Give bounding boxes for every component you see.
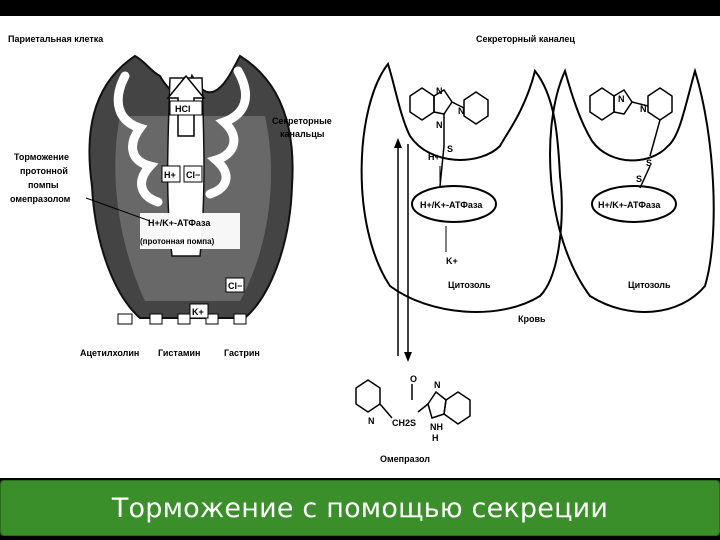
receptor-acetylcholine: Ацетилхолин bbox=[80, 348, 139, 358]
left-membrane bbox=[360, 61, 563, 313]
right-atpase-label-1: H+/K+-АТФаза bbox=[420, 200, 483, 210]
diagram-svg: Париетальная клетка bbox=[6, 34, 715, 464]
atom-s-1: S bbox=[447, 144, 453, 154]
atom-h: H bbox=[432, 433, 439, 443]
atom-n-6: N bbox=[368, 416, 375, 426]
left-atpase-note: (протонная помпа) bbox=[140, 237, 215, 246]
parietal-cell-body bbox=[88, 54, 294, 325]
transport-arrows bbox=[394, 138, 412, 362]
right-h-plus: H+ bbox=[428, 152, 440, 162]
atom-nh: NH bbox=[430, 422, 443, 432]
blood-label: Кровь bbox=[518, 314, 546, 324]
cytosol-label-2: Цитозоль bbox=[628, 280, 671, 290]
inhibition-pointer bbox=[85, 197, 151, 222]
receptor-gastrin: Гастрин bbox=[224, 348, 260, 358]
k-plus-label: K+ bbox=[192, 307, 204, 317]
atom-o: O bbox=[410, 374, 417, 384]
cl-minus-label: Cl− bbox=[186, 170, 200, 180]
cl-minus-2-label: Cl− bbox=[228, 281, 242, 291]
omeprazole-label: Омепразол bbox=[380, 454, 430, 464]
atom-n-1: N bbox=[436, 86, 443, 96]
secretory-line-2: канальцы bbox=[280, 129, 325, 139]
right-k-plus: K+ bbox=[446, 256, 458, 266]
canaliculus-title: Секреторный каналец bbox=[476, 34, 575, 44]
left-atpase-label: H+/K+-АТФаза bbox=[148, 218, 211, 228]
right-membrane bbox=[549, 67, 715, 313]
inhibition-line-3: помпы bbox=[28, 180, 59, 190]
cytosol-label-1: Цитозоль bbox=[448, 280, 491, 290]
inhibition-line-1: Торможение bbox=[14, 152, 69, 162]
atom-s-2: S bbox=[646, 158, 652, 168]
left-atpase-ellipse bbox=[411, 185, 497, 223]
hcl-label: HCl bbox=[175, 104, 191, 114]
inhibition-line-2: протонной bbox=[20, 166, 68, 176]
bound-molecule-1 bbox=[409, 87, 489, 187]
right-atpase-label-2: H+/K+-АТФаза bbox=[598, 200, 661, 210]
bound-molecule-2 bbox=[589, 87, 673, 189]
atom-n-5: N bbox=[640, 104, 647, 114]
secretory-line-1: Секреторные bbox=[272, 116, 332, 126]
parietal-cell-title: Париетальная клетка bbox=[8, 34, 104, 44]
atom-ch2s: CH2S bbox=[392, 418, 416, 428]
caption-box: Торможение с помощью секреции bbox=[0, 480, 720, 536]
atom-n-7: N bbox=[434, 380, 441, 390]
atom-n-3: N bbox=[458, 106, 465, 116]
h-plus-label: H+ bbox=[164, 170, 176, 180]
atom-n-2: N bbox=[436, 120, 443, 130]
diagram-panel: Париетальная клетка bbox=[0, 16, 720, 478]
omeprazole-molecule bbox=[355, 379, 471, 425]
inhibition-line-4: омепразолом bbox=[10, 194, 71, 204]
receptor-histamine: Гистамин bbox=[158, 348, 200, 358]
caption-text: Торможение с помощью секреции bbox=[111, 492, 609, 524]
right-atpase-ellipse bbox=[591, 185, 677, 223]
atom-n-4: N bbox=[618, 94, 625, 104]
atom-s-3: S bbox=[636, 174, 642, 184]
